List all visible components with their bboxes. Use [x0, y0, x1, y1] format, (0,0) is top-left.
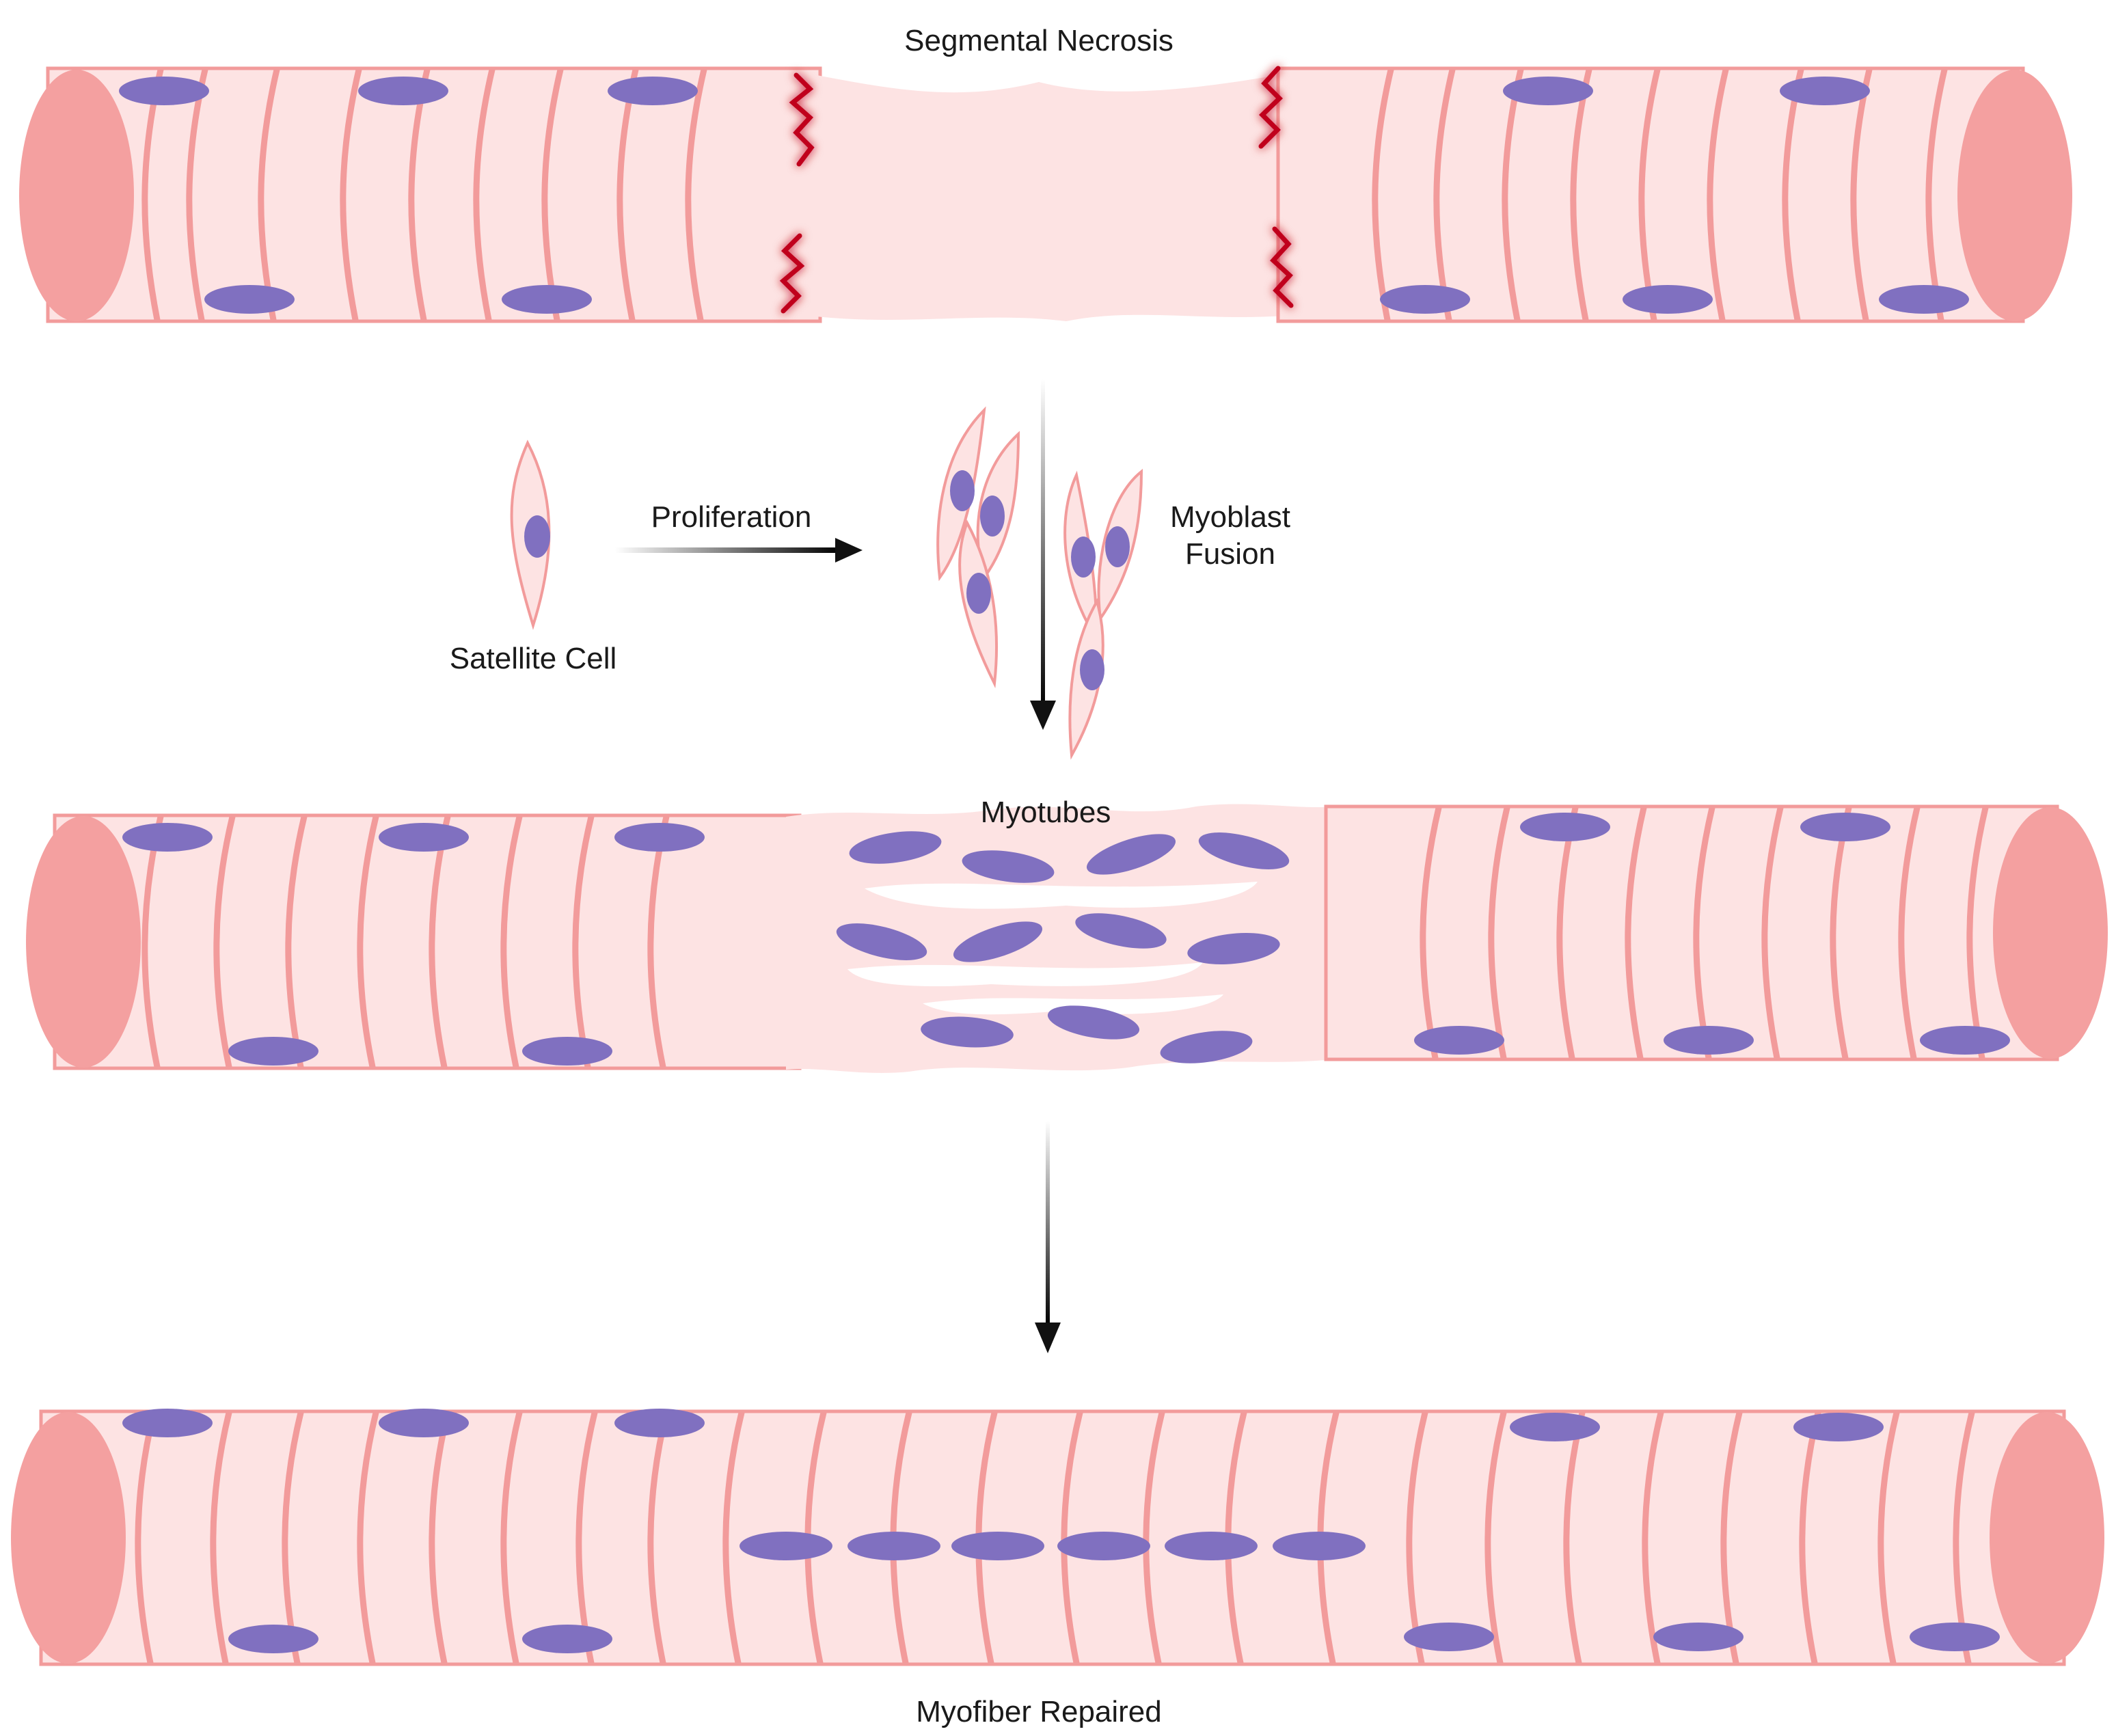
nucleus — [1071, 537, 1096, 578]
necrotic-segment — [810, 74, 1285, 321]
satellite-cell — [510, 439, 551, 630]
nuclei — [122, 813, 2010, 1066]
fiber-right-end — [1990, 1412, 2104, 1664]
central-nuclei-chain — [740, 1532, 1366, 1560]
nucleus — [1105, 526, 1130, 567]
proliferation-arrow — [615, 538, 863, 562]
proliferation-label: Proliferation — [651, 500, 812, 534]
myofiber-repaired-label: Myofiber Repaired — [916, 1695, 1162, 1728]
myotubes-label: Myotubes — [980, 796, 1111, 829]
fiber-right-segment — [1276, 66, 2025, 323]
nuclei — [119, 77, 1969, 314]
fiber-right-end — [1957, 70, 2072, 321]
proliferating-myoblasts — [936, 406, 1020, 688]
fiber-left-end — [11, 1412, 126, 1664]
fusing-myoblasts — [1063, 468, 1143, 760]
down-arrow-2 — [1035, 1121, 1061, 1353]
damage-marks — [779, 66, 1294, 314]
myoblast-fusion-label-line1: Myoblast — [1169, 500, 1291, 534]
satellite-cell-label: Satellite Cell — [449, 642, 617, 675]
fiber-right-end — [1993, 807, 2108, 1059]
fiber-left-end — [19, 70, 134, 321]
repaired-myofiber — [11, 1409, 2104, 1666]
fiber-left-end — [26, 816, 141, 1068]
damaged-myofiber — [19, 66, 2072, 323]
fiber-left-segment — [53, 813, 802, 1070]
fiber-right-segment — [1324, 804, 2059, 1061]
nucleus — [966, 573, 991, 614]
myoblast-fusion-label-line2: Fusion — [1184, 537, 1276, 571]
nucleus — [1080, 649, 1104, 690]
myotube-gaps — [847, 882, 1258, 1015]
nucleus — [950, 470, 975, 511]
nuclei — [122, 1409, 2000, 1653]
myotube-nuclei — [836, 831, 1290, 1063]
regenerating-myofiber — [26, 804, 2108, 1073]
down-arrow-1 — [1030, 379, 1056, 730]
nucleus — [980, 496, 1005, 537]
segmental-necrosis-label: Segmental Necrosis — [904, 24, 1174, 57]
fiber-left-segment — [46, 66, 822, 323]
